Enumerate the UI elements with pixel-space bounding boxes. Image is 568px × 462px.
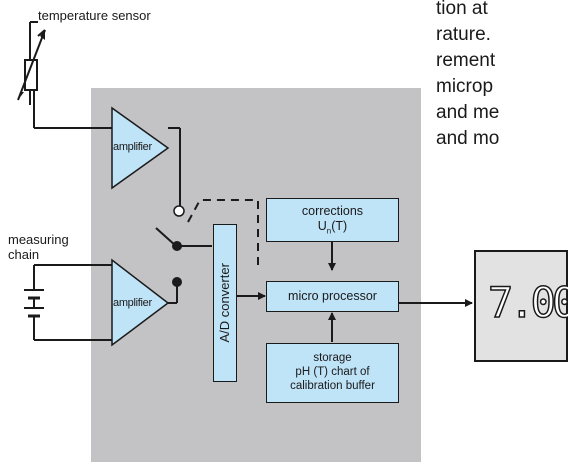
side-text-line-3: rement [436, 50, 496, 71]
amplifier-top [111, 106, 181, 210]
ad-converter-label: A/D converter [217, 263, 233, 343]
side-text-line-1: tion at [436, 0, 488, 19]
storage-box: storage pH (T) chart of calibration buff… [266, 343, 399, 403]
measuring-chain-label-line1: measuring [8, 232, 69, 247]
ad-converter-box: A/D converter [213, 224, 237, 382]
side-text-line-5: and me [436, 102, 500, 123]
corrections-formula: Un(T) [317, 218, 348, 236]
corrections-box: corrections Un(T) [266, 198, 399, 242]
input-switch [155, 205, 212, 287]
storage-label-line3: calibration buffer [290, 379, 375, 392]
switch-control-dashed-line [187, 199, 259, 270]
amplifier-top-label: amplifier [113, 141, 152, 153]
amplifier-bottom [111, 258, 178, 347]
side-text-line-2: rature. [436, 24, 491, 45]
side-text-line-6: and mo [436, 128, 500, 149]
ph-display [474, 250, 568, 362]
amplifier-bottom-label: amplifier [113, 297, 152, 309]
temperature-sensor [17, 21, 112, 129]
side-text-line-4: microp [436, 76, 494, 97]
display-value: 7.00 [487, 277, 568, 328]
micro-processor-box: micro processor [266, 281, 399, 312]
micro-processor-label: micro processor [288, 289, 377, 303]
measuring-chain-label-line2: chain [8, 247, 40, 262]
storage-label-line1: storage [313, 352, 352, 365]
temperature-sensor-label: temperature sensor [38, 8, 151, 23]
storage-label-line2: pH (T) chart of [295, 366, 370, 379]
corrections-label: corrections [301, 203, 364, 218]
measuring-chain-battery [24, 264, 112, 341]
